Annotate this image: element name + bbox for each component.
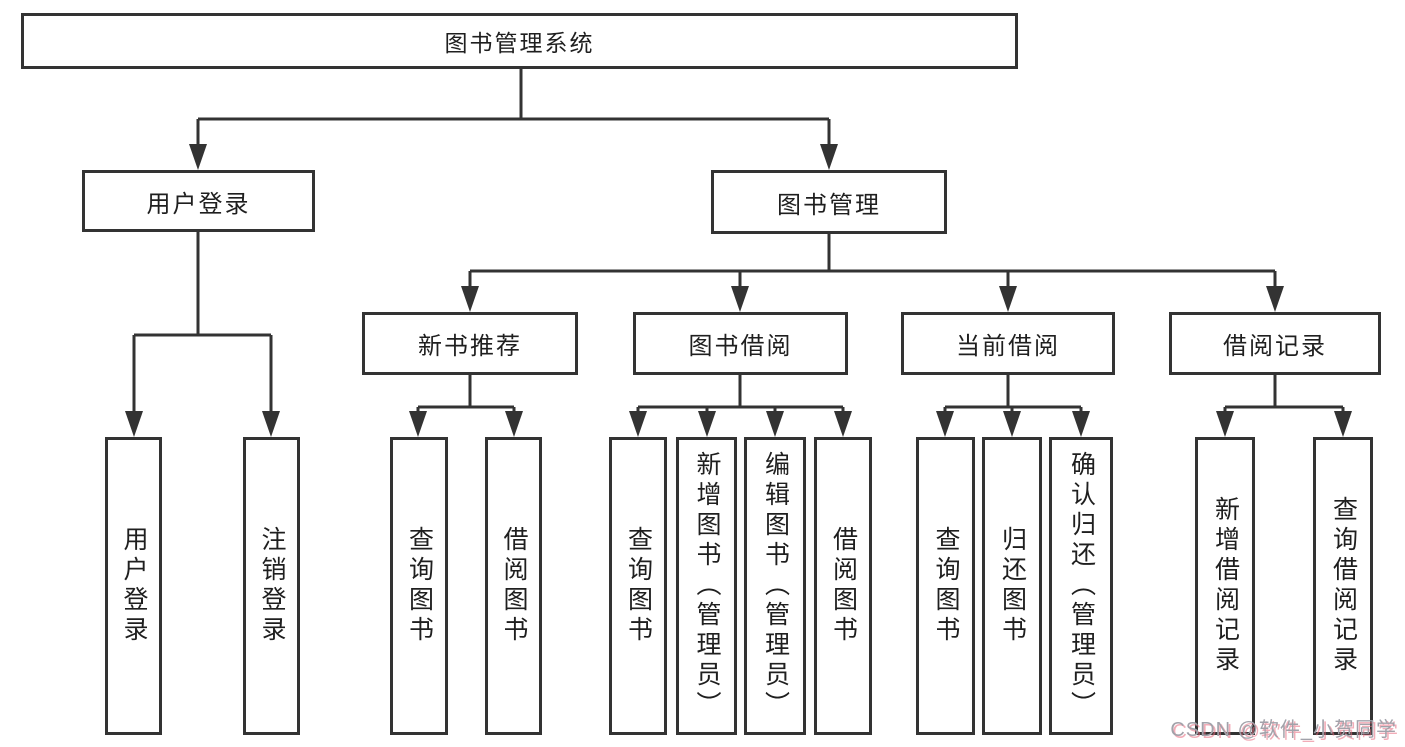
arrow-down-icon (1266, 286, 1284, 312)
arrow-down-icon (820, 144, 838, 170)
arrow-down-icon (409, 411, 427, 437)
arrow-down-icon (629, 411, 647, 437)
leaf-box-query-books-borrowing: 查询图书 (609, 437, 667, 735)
arrow-down-icon (262, 411, 280, 437)
node-box-new-book-recommendation: 新书推荐 (362, 312, 578, 375)
leaf-box-query-borrow-record: 查询借阅记录 (1313, 437, 1373, 735)
arrowhead-icons (125, 144, 1352, 437)
arrow-down-icon (698, 411, 716, 437)
arrow-down-icon (189, 144, 207, 170)
leaf-box-add-books-admin: 新增图书（管理员） (676, 437, 737, 735)
arrow-down-icon (505, 411, 523, 437)
node-box-borrowing-records: 借阅记录 (1169, 312, 1381, 375)
node-box-book-management: 图书管理 (711, 170, 947, 234)
node-box-user-login: 用户登录 (82, 170, 315, 232)
node-box-current-borrowing: 当前借阅 (901, 312, 1115, 375)
leaf-box-confirm-return-admin: 确认归还（管理员） (1049, 437, 1113, 735)
leaf-box-query-books-current: 查询图书 (916, 437, 975, 735)
arrow-down-icon (1072, 411, 1090, 437)
arrow-down-icon (125, 411, 143, 437)
arrow-down-icon (999, 286, 1017, 312)
leaf-box-borrow-books-borrowing: 借阅图书 (814, 437, 872, 735)
arrow-down-icon (766, 411, 784, 437)
leaf-box-return-books: 归还图书 (982, 437, 1042, 735)
leaf-box-edit-books-admin: 编辑图书（管理员） (744, 437, 806, 735)
leaf-box-query-books-recommendation: 查询图书 (390, 437, 448, 735)
csdn-watermark: CSDN @软件_小贺同学 (1170, 719, 1397, 741)
arrow-down-icon (1216, 411, 1234, 437)
arrow-down-icon (834, 411, 852, 437)
leaf-box-add-borrow-record: 新增借阅记录 (1195, 437, 1255, 735)
leaf-box-logout: 注销登录 (243, 437, 300, 735)
arrow-down-icon (936, 411, 954, 437)
arrow-down-icon (1003, 411, 1021, 437)
node-box-book-borrowing: 图书借阅 (633, 312, 848, 375)
leaf-box-user-login: 用户登录 (105, 437, 162, 735)
arrow-down-icon (461, 286, 479, 312)
arrow-down-icon (1334, 411, 1352, 437)
connector-edges (132, 69, 1345, 418)
leaf-box-borrow-books-recommendation: 借阅图书 (485, 437, 542, 735)
root-box-library-system: 图书管理系统 (21, 13, 1018, 69)
arrow-down-icon (731, 286, 749, 312)
